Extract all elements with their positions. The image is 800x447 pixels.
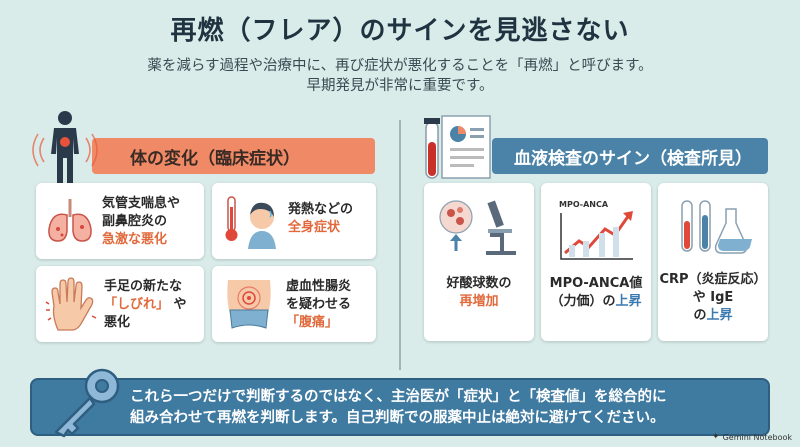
page-subtitle: 薬を減らす過程や治療中に、再び症状が悪化することを「再燃」と呼びます。 早期発見… (0, 56, 800, 96)
right-header-label: 血液検査のサイン（検査所見） (514, 148, 752, 169)
section-divider (399, 120, 401, 370)
key-icon (54, 368, 120, 438)
blood-test-document-icon (424, 115, 491, 179)
crp-line-3-pre: の (693, 308, 707, 323)
lungs-icon (48, 199, 92, 242)
asthma-line-1: 気管支喘息や (102, 196, 181, 211)
microscope-icon (439, 200, 516, 255)
crp-line-1: CRP（炎症反応） (659, 272, 767, 287)
numbness-line-1: 手足の新たな (104, 279, 183, 294)
footer-message: これら一つだけで判断するのではなく、主治医が「症状」と「検査値」を総合的に 組み… (130, 387, 766, 429)
crp-line-2: や IgE (692, 290, 734, 305)
brand-watermark: ✦ Gemini Notebook (712, 432, 792, 442)
symptom-card-numbness: 手足の新たな 「しびれ」 や 悪化 (36, 266, 204, 342)
footer-line-2: 組み合わせて再燃を判断します。自己判断での服薬中止は絶対に避けてください。 (130, 410, 665, 426)
lab-card-mpo-anca: MPO-ANCA MPO-ANCA値 （力価）の上昇 (541, 183, 651, 341)
page-title: 再燃（フレア）のサインを見逃さない (170, 16, 630, 46)
fever-icon (225, 196, 276, 249)
abdomen-icon (227, 280, 271, 329)
symptom-card-fever: 発熱などの 全身症状 (212, 183, 376, 259)
asthma-line-2: 副鼻腔炎の (102, 214, 168, 229)
right-section-header: 血液検査のサイン（検査所見） (492, 138, 768, 174)
asthma-highlight: 急激な悪化 (102, 232, 168, 247)
rising-chart-icon: MPO-ANCA (559, 200, 633, 260)
fever-line-1: 発熱などの (288, 202, 354, 217)
subtitle-line-1: 薬を減らす過程や治療中に、再び症状が悪化することを「再燃」と呼びます。 (147, 58, 653, 74)
mpo-line-1: MPO-ANCA値 (549, 276, 643, 291)
left-section-header: 体の変化（臨床症状） (92, 138, 375, 174)
abdomen-line-1: 虚血性腸炎 (286, 279, 352, 294)
mpo-line-2-pre: （力価）の (550, 294, 616, 309)
body-radiating-icon (32, 111, 98, 188)
left-header-label: 体の変化（臨床症状） (130, 148, 300, 169)
numbness-highlight: 「しびれ」 (104, 297, 170, 312)
eosinophil-highlight: 再増加 (459, 294, 499, 309)
chart-icon-label: MPO-ANCA (559, 200, 609, 209)
eosinophil-line-1: 好酸球数の (446, 276, 512, 291)
fever-highlight: 全身症状 (288, 220, 341, 235)
subtitle-line-2: 早期発見が非常に重要です。 (306, 78, 494, 94)
hand-icon (45, 277, 97, 331)
numbness-last: 悪化 (104, 315, 131, 330)
abdomen-line-2: を疑わせる (286, 297, 352, 312)
crp-highlight: 上昇 (706, 308, 733, 323)
footer-banner: これら一つだけで判断するのではなく、主治医が「症状」と「検査値」を総合的に 組み… (30, 368, 770, 438)
footer-line-1: これら一つだけで判断するのではなく、主治医が「症状」と「検査値」を総合的に (130, 389, 667, 405)
lab-card-eosinophil: 好酸球数の 再増加 (424, 183, 534, 341)
abdomen-highlight: 「腹痛」 (286, 315, 339, 330)
test-tubes-icon (681, 200, 752, 254)
brand-label: Gemini Notebook (722, 432, 792, 442)
symptom-card-abdominal-pain: 虚血性腸炎 を疑わせる 「腹痛」 (212, 266, 376, 342)
lab-card-crp-ige: CRP（炎症反応） や IgE の上昇 (658, 183, 768, 341)
brand-sparkle-icon: ✦ (712, 432, 720, 442)
numbness-after: や (173, 297, 187, 312)
symptom-card-asthma: 気管支喘息や 副鼻腔炎の 急激な悪化 (36, 183, 204, 259)
mpo-highlight: 上昇 (615, 294, 642, 309)
